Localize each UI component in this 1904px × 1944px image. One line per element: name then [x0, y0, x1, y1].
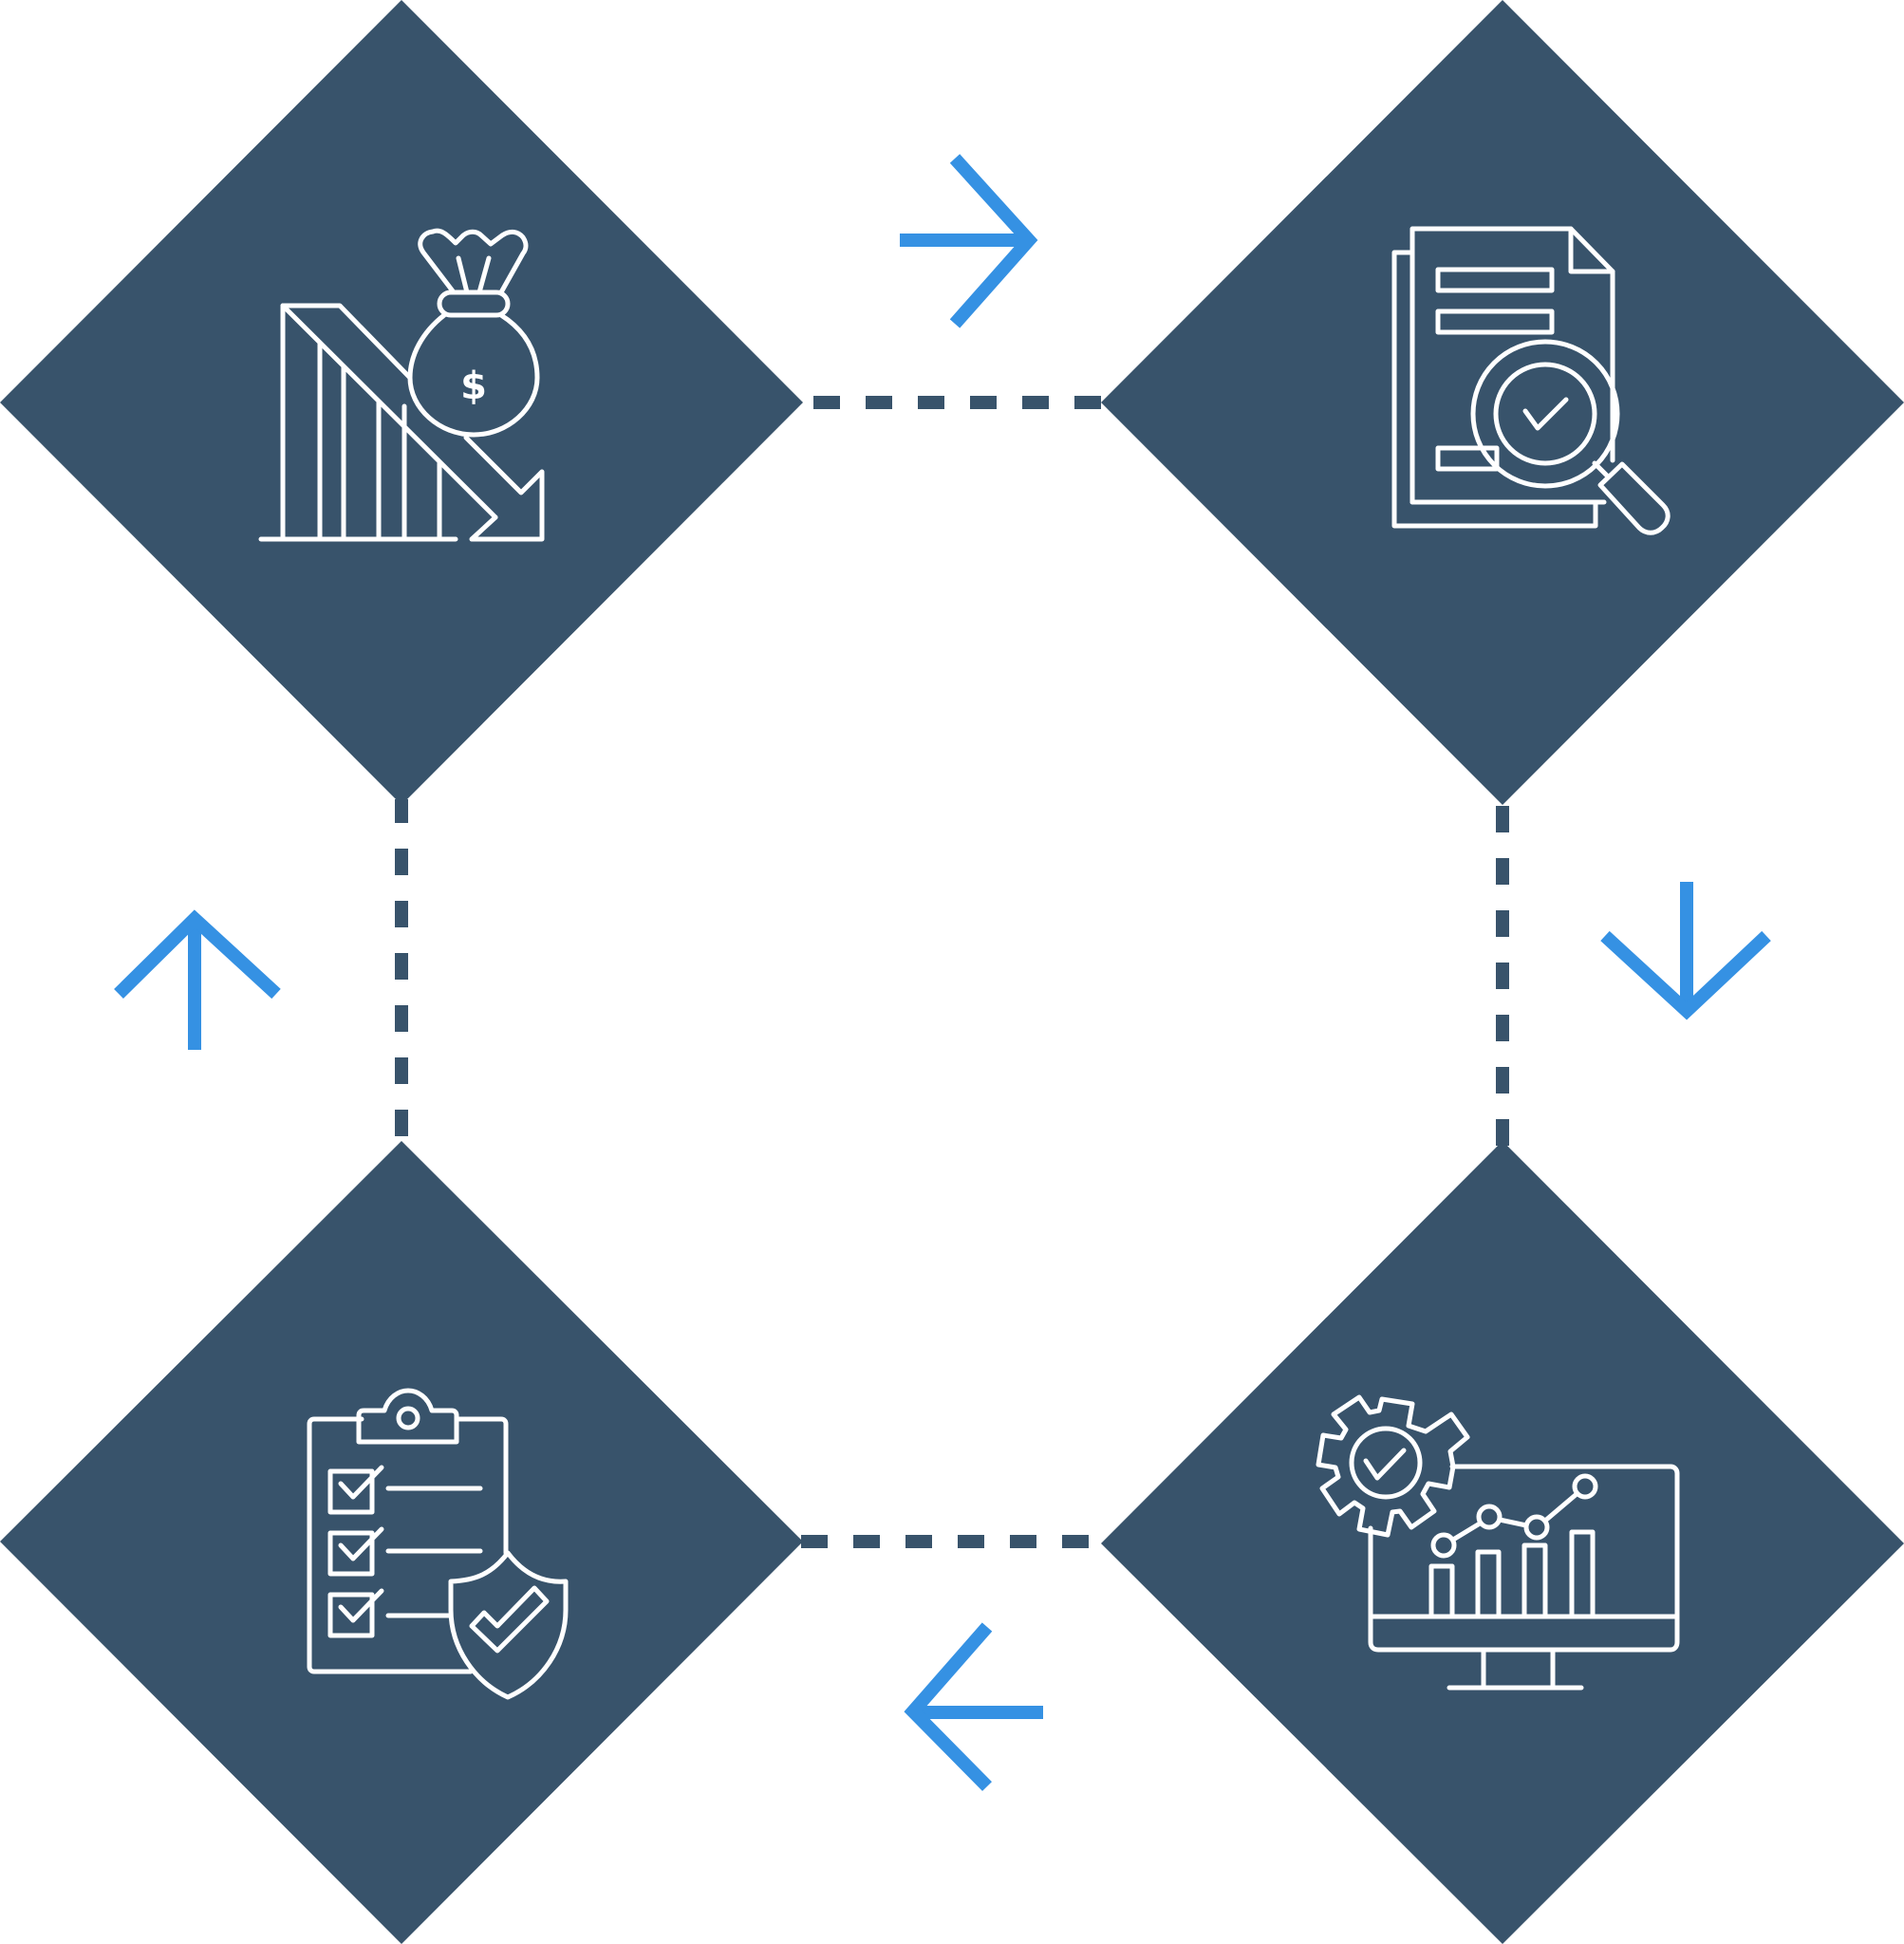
clipboard-checklist-shield-icon [307, 1388, 569, 1700]
arrow-up-icon [114, 909, 281, 1050]
step-diamond-top-right [1101, 0, 1904, 805]
step-diamond-top-left: $ [0, 0, 803, 805]
step-diamond-bottom-left [0, 1141, 803, 1944]
arrow-down-icon [1600, 882, 1771, 1020]
direction-arrows [114, 154, 1771, 1791]
arrow-right-icon [900, 154, 1038, 328]
currency-symbol: $ [460, 364, 487, 408]
diamond-shape [1101, 0, 1904, 805]
diamond-shape [1101, 1141, 1904, 1944]
diamond-shape [0, 1141, 803, 1944]
arrow-left-icon [904, 1622, 1043, 1791]
document-magnifier-check-icon [1391, 226, 1671, 535]
connectors [395, 396, 1509, 1548]
falling-cost-bar-chart-money-bag-icon: $ [258, 228, 545, 542]
diamond-shape [0, 0, 803, 805]
monitor-gear-analytics-chart-icon [1316, 1394, 1680, 1691]
step-diamond-bottom-right [1101, 1141, 1904, 1944]
